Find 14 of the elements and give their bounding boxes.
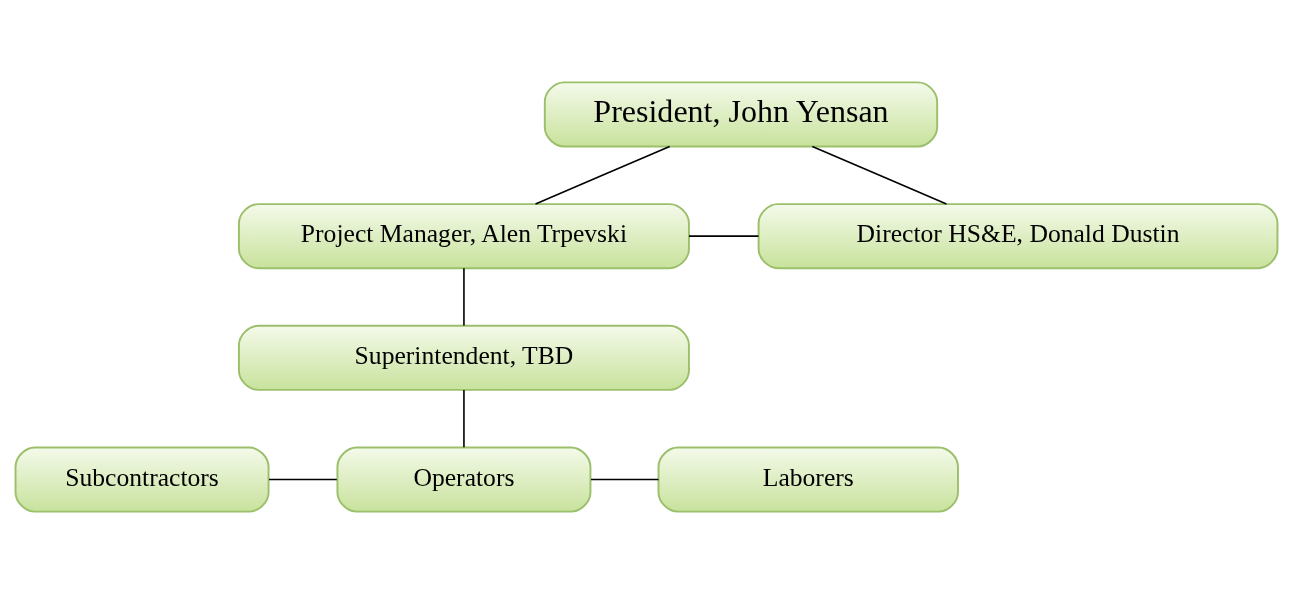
connector xyxy=(463,388,465,448)
node-box: Laborers xyxy=(657,446,959,513)
connector xyxy=(590,478,660,480)
node-box: Operators xyxy=(336,446,592,513)
node-box: Subcontractors xyxy=(14,446,270,513)
connector xyxy=(268,478,338,480)
connector xyxy=(534,145,671,205)
node-box: Director HS&E, Donald Dustin xyxy=(757,202,1279,269)
node-box: President, John Yensan xyxy=(543,80,939,147)
connector xyxy=(688,234,760,237)
node-box: Project Manager, Alen Trpevski xyxy=(237,202,690,269)
connector xyxy=(463,266,465,326)
node-box: Superintendent, TBD xyxy=(237,324,690,391)
connector xyxy=(811,145,948,205)
